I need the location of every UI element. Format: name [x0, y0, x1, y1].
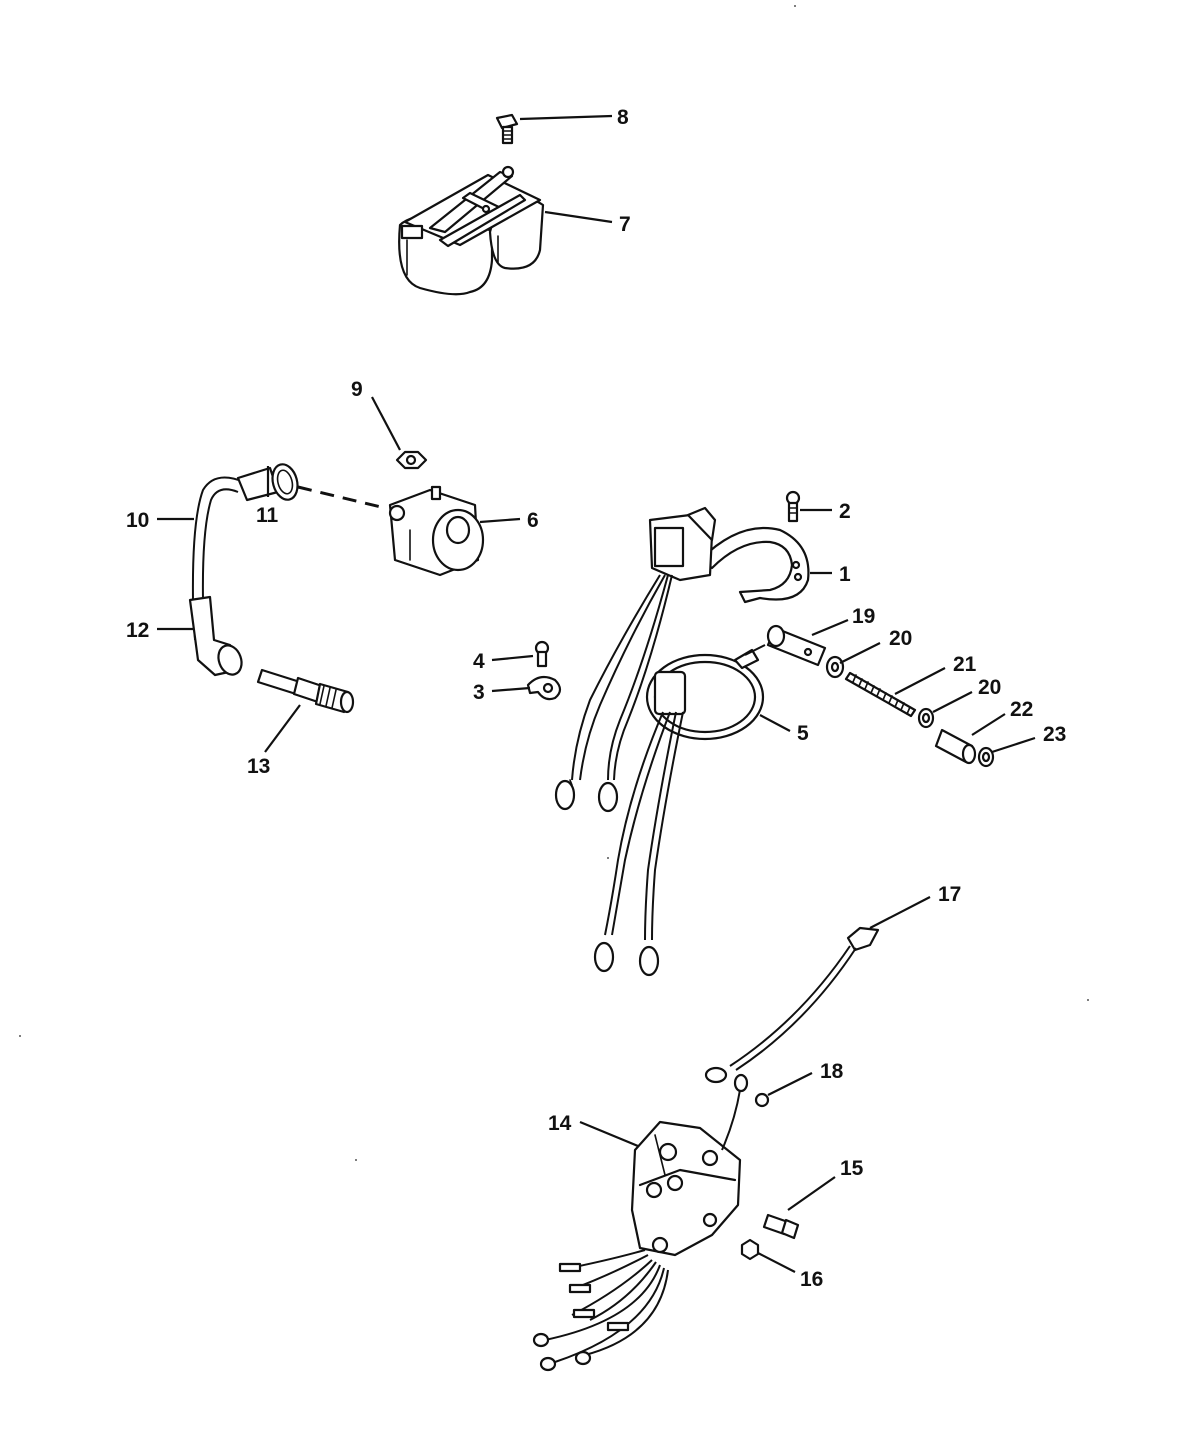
- leader-9: [371, 396, 401, 451]
- leader-21: [894, 667, 946, 695]
- leader-22: [971, 713, 1006, 736]
- leader-23: [991, 736, 1036, 754]
- leader-16: [757, 1252, 796, 1273]
- part-20-washer-a: [825, 655, 845, 679]
- callout-5: 5: [797, 722, 809, 745]
- part-2-screw: [785, 490, 801, 523]
- part-12-plug-boot: [188, 595, 243, 677]
- callout-16: 16: [800, 1268, 823, 1291]
- part-11-coil-boot: [236, 463, 299, 502]
- part-4-screw: [534, 640, 550, 668]
- callout-22: 22: [1010, 698, 1033, 721]
- leader-18: [767, 1072, 813, 1096]
- leader-20a: [839, 642, 881, 664]
- part-10-high-tension-lead: [191, 476, 245, 641]
- callout-23: 23: [1043, 723, 1066, 746]
- leader-20b: [932, 691, 973, 713]
- callout-7: 7: [619, 213, 631, 236]
- callout-20b: 20: [978, 676, 1001, 699]
- leader-17: [869, 896, 931, 929]
- callout-18: 18: [820, 1060, 844, 1083]
- callout-14: 14: [548, 1112, 572, 1135]
- leader-5: [759, 714, 791, 732]
- part-8-bolt: [495, 113, 519, 145]
- callout-19: 19: [852, 605, 875, 628]
- part-15-bolt: [762, 1213, 800, 1240]
- part-13-spark-plug: [256, 668, 355, 714]
- part-17-ground-lead: [704, 926, 880, 1084]
- leader-14: [579, 1120, 639, 1148]
- scan-specks: [19, 5, 1089, 1161]
- callout-2: 2: [839, 500, 851, 523]
- callout-6: 6: [527, 509, 539, 532]
- leader-19: [811, 618, 849, 637]
- callout-12: 12: [126, 619, 149, 642]
- part-22-sleeve: [934, 728, 977, 765]
- part-14-switch-box: [532, 1073, 749, 1372]
- callout-11: 11: [256, 504, 279, 527]
- callout-15: 15: [840, 1157, 864, 1180]
- callout-20a: 20: [889, 627, 912, 650]
- part-21-threaded-rod: [844, 671, 917, 718]
- callout-9: 9: [351, 378, 363, 401]
- part-1-trigger-assembly: [554, 506, 810, 813]
- part-3-clamp: [526, 675, 562, 701]
- callout-1: 1: [839, 563, 851, 586]
- callout-labels: 8 7 9 10 11 6 12 13 2 1 4 3 5 19 20 21 2…: [126, 106, 1066, 1291]
- part-19-link: [766, 624, 827, 667]
- callout-3: 3: [473, 681, 485, 704]
- leader-13: [264, 704, 301, 753]
- leader-4: [491, 654, 534, 662]
- part-23-washer: [977, 746, 995, 768]
- leader-15: [787, 1176, 836, 1211]
- leader-lines: [157, 114, 1036, 1273]
- leader-7: [544, 210, 613, 224]
- callout-21: 21: [953, 653, 977, 676]
- callout-4: 4: [473, 650, 485, 673]
- part-20-washer-b: [917, 707, 935, 729]
- part-16-nut: [740, 1238, 760, 1261]
- leader-3: [491, 686, 531, 693]
- connection-dashed-line: [297, 485, 386, 510]
- part-5-stator-coil: [593, 644, 766, 977]
- leader-8: [519, 114, 613, 121]
- callout-13: 13: [247, 755, 270, 778]
- leader-6: [479, 517, 521, 524]
- callout-8: 8: [617, 106, 629, 129]
- callout-17: 17: [938, 883, 961, 906]
- part-9-nut: [395, 450, 428, 470]
- callout-10: 10: [126, 509, 149, 532]
- part-6-coil: [388, 485, 485, 577]
- part-7-ignition-coil: [398, 165, 545, 296]
- part-18-screw: [754, 1092, 770, 1108]
